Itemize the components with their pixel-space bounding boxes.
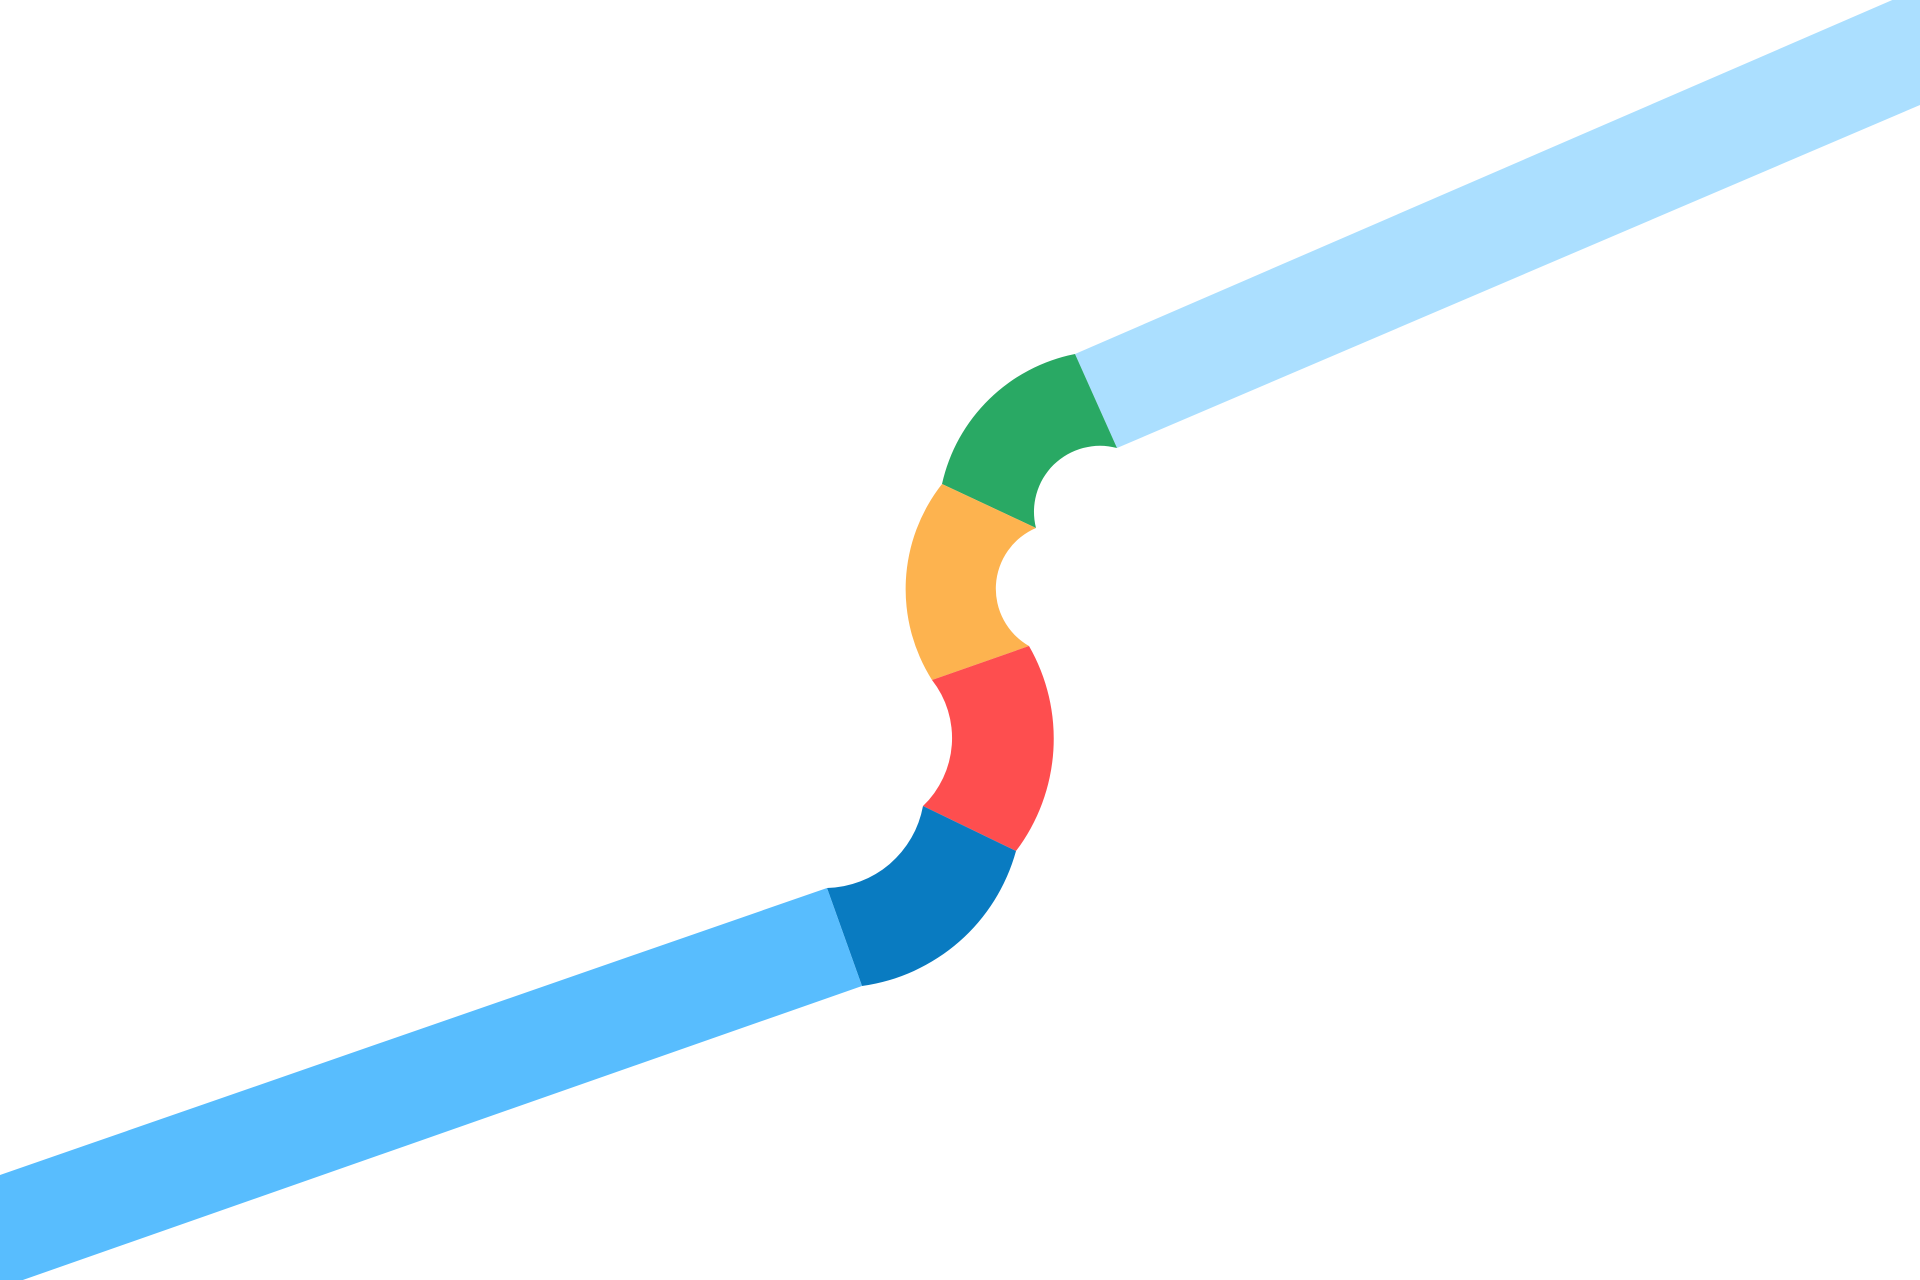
- dark-blue-arc: [827, 806, 1016, 986]
- upper-band: [1075, 0, 1920, 448]
- red-arc: [923, 646, 1054, 851]
- lower-band: [0, 888, 862, 1280]
- green-arc: [942, 354, 1117, 528]
- orange-arc: [905, 484, 1036, 680]
